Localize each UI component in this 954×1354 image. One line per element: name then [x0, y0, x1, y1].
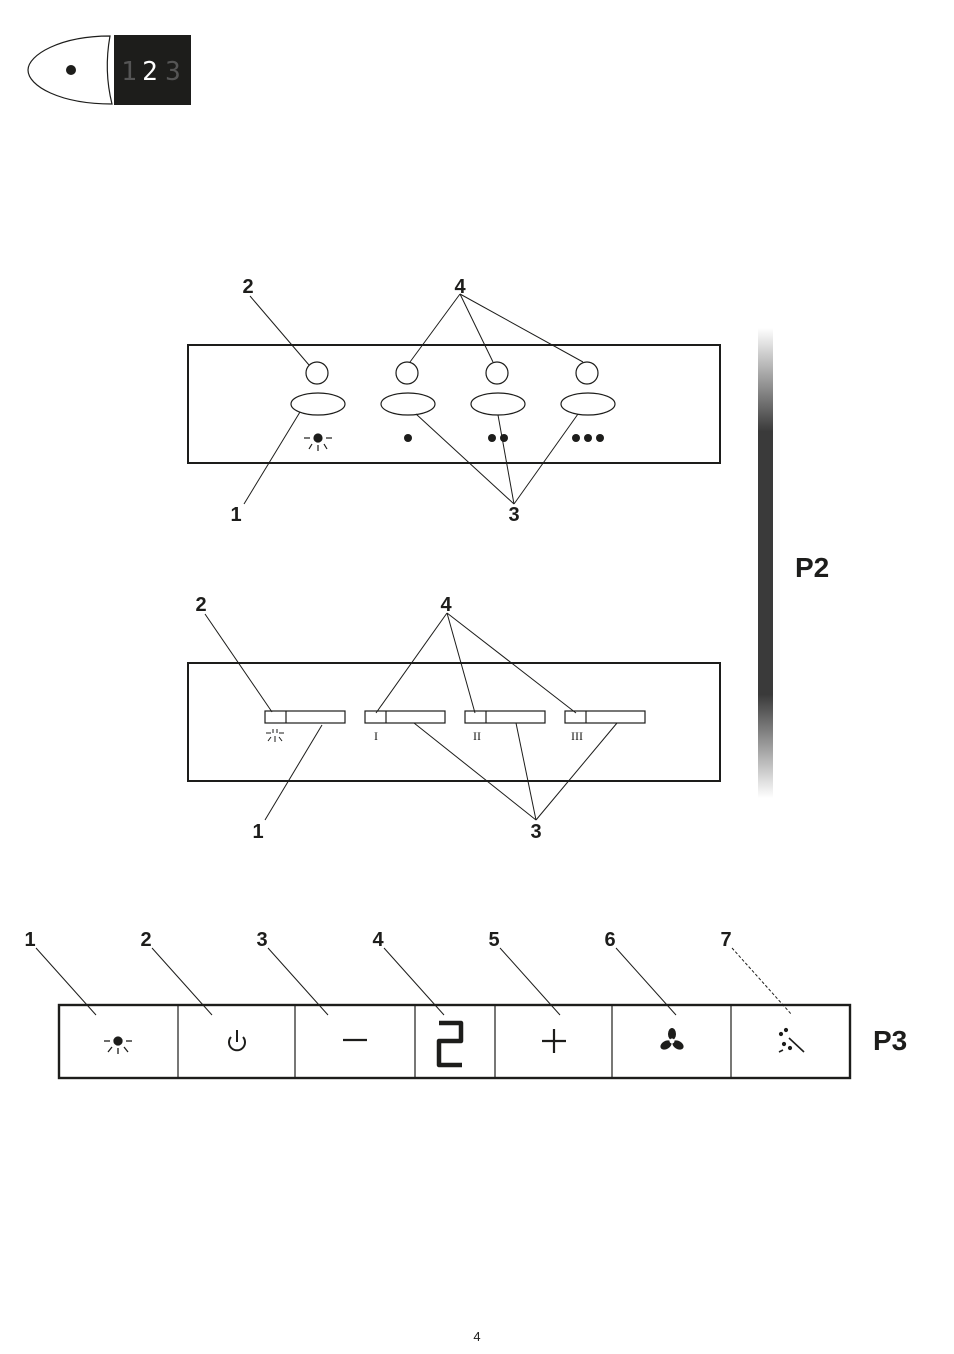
- speed-3-switch[interactable]: [565, 711, 645, 723]
- speed-mark-1: I: [374, 729, 378, 743]
- speed-mark-3: III: [571, 729, 583, 743]
- speed-2-switch[interactable]: [465, 711, 545, 723]
- remote-digit-2: 2: [142, 57, 158, 87]
- speed-3-button[interactable]: [561, 393, 615, 415]
- speed-dot-icon: [404, 434, 412, 442]
- remote-control: 1 2 3: [28, 35, 191, 105]
- minus-button[interactable]: [296, 1006, 414, 1077]
- filter-button[interactable]: [732, 1006, 849, 1077]
- callout-4: 4: [372, 929, 384, 951]
- fan-button[interactable]: [613, 1006, 730, 1077]
- callout-2: 2: [242, 276, 253, 298]
- p2-panel-a: 2 4 1 3: [188, 276, 720, 526]
- remote-dot-icon: [66, 65, 76, 75]
- callout-1: 1: [252, 821, 263, 843]
- speed-1-button[interactable]: [381, 393, 435, 415]
- callout-4: 4: [454, 276, 466, 298]
- light-button[interactable]: [291, 393, 345, 415]
- callout-3: 3: [530, 821, 541, 843]
- p3-panel: 1 2 3 4 5 6 7: [24, 929, 850, 1078]
- light-indicator-lamp: [306, 362, 328, 384]
- speed-1-switch[interactable]: [365, 711, 445, 723]
- callout-7: 7: [720, 929, 731, 951]
- remote-digit-1: 1: [121, 57, 137, 87]
- callout-5: 5: [488, 929, 499, 951]
- speed-2-indicator-lamp: [486, 362, 508, 384]
- plus-button[interactable]: [496, 1006, 611, 1077]
- speed-2-button[interactable]: [471, 393, 525, 415]
- speed-3-indicator-lamp: [576, 362, 598, 384]
- page-number: 4: [473, 1329, 480, 1344]
- speed-dot-icon: [572, 434, 604, 442]
- callout-6: 6: [604, 929, 615, 951]
- p2-label: P2: [795, 552, 829, 583]
- callout-4: 4: [440, 594, 452, 616]
- speed-mark-2: II: [473, 729, 481, 743]
- callout-1: 1: [24, 929, 35, 951]
- p2-panel-b: I II III 2 4 1 3: [188, 594, 720, 843]
- callout-2: 2: [195, 594, 206, 616]
- light-button[interactable]: [60, 1006, 177, 1077]
- p3-label: P3: [873, 1025, 907, 1056]
- callout-3: 3: [256, 929, 267, 951]
- power-button[interactable]: [179, 1006, 294, 1077]
- callout-2: 2: [140, 929, 151, 951]
- remote-digit-3: 3: [165, 57, 181, 87]
- p2-section-bar: [758, 328, 773, 798]
- light-switch[interactable]: [265, 711, 345, 723]
- callout-1: 1: [230, 504, 241, 526]
- speed-1-indicator-lamp: [396, 362, 418, 384]
- callout-3: 3: [508, 504, 519, 526]
